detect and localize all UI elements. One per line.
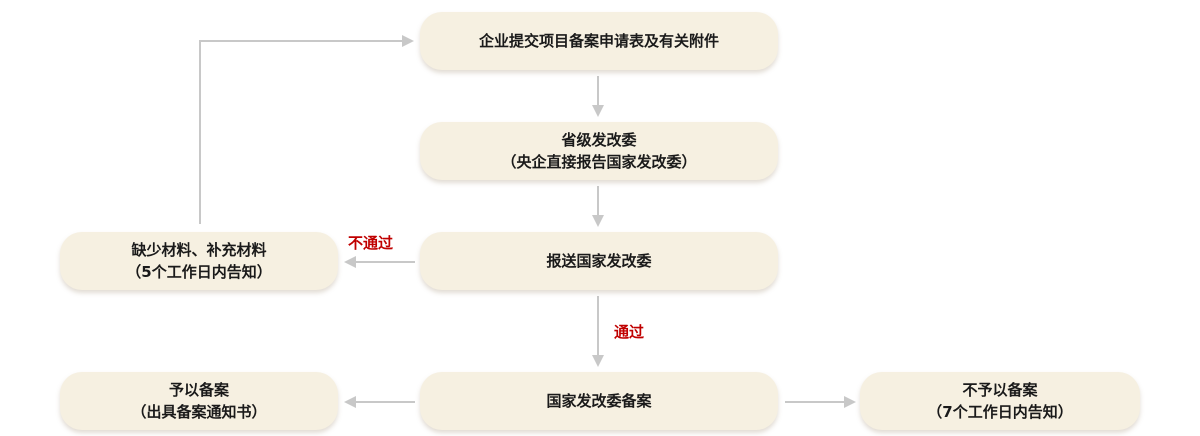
node-submit-line1: 企业提交项目备案申请表及有关附件: [478, 32, 719, 50]
node-national-line1: 国家发改委备案: [546, 392, 652, 410]
node-provincial-ndrc: 省级发改委 （央企直接报告国家发改委）: [420, 122, 778, 180]
node-report-line1: 报送国家发改委: [546, 252, 652, 270]
node-missing-line2: （5个工作日内告知）: [126, 263, 272, 281]
arrow-missing-to-submit: [199, 35, 414, 224]
node-approve-filing: 予以备案 （出具备案通知书）: [60, 372, 338, 430]
node-reject-filing: 不予以备案 （7个工作日内告知）: [860, 372, 1140, 430]
label-fail: 不通过: [348, 234, 394, 252]
node-reject-line2: （7个工作日内告知）: [927, 403, 1073, 421]
node-reject-line1: 不予以备案: [962, 381, 1038, 399]
node-approve-line2: （出具备案通知书）: [131, 403, 267, 421]
node-submit-application: 企业提交项目备案申请表及有关附件: [420, 12, 778, 70]
node-provincial-line1: 省级发改委: [561, 131, 637, 149]
node-missing-line1: 缺少材料、补充材料: [131, 241, 267, 259]
node-report-national: 报送国家发改委: [420, 232, 778, 290]
node-approve-line1: 予以备案: [168, 381, 229, 399]
node-national-filing: 国家发改委备案: [420, 372, 778, 430]
node-provincial-line2: （央企直接报告国家发改委）: [501, 153, 697, 171]
node-missing-materials: 缺少材料、补充材料 （5个工作日内告知）: [60, 232, 338, 290]
label-pass: 通过: [614, 323, 645, 341]
